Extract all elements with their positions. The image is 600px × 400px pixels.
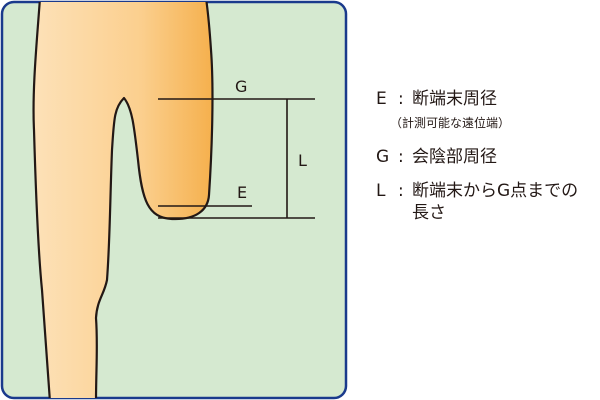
stump-diagram: G E L xyxy=(0,0,348,400)
legend-text: 断端末からG点までの 長さ xyxy=(412,181,579,223)
legend-key: L xyxy=(376,181,386,201)
legend-text: 断端末周径 xyxy=(412,89,497,109)
legend-key: G xyxy=(376,147,390,167)
g-label: G xyxy=(235,77,247,96)
legend-colon: : xyxy=(398,181,404,201)
legend-colon: : xyxy=(398,147,404,167)
legend-item-g: G : 会陰部周径 xyxy=(376,146,497,168)
legend-item-l: L : 断端末からG点までの 長さ xyxy=(376,180,578,224)
legend-colon: : xyxy=(398,89,404,109)
legend-note: （計測可能な遠位端） xyxy=(390,116,511,130)
legend-text: 会陰部周径 xyxy=(412,147,497,167)
legend-key: E xyxy=(376,89,387,109)
l-label: L xyxy=(298,151,307,170)
e-label: E xyxy=(237,183,247,202)
legend-item-e: E : 断端末周径 xyxy=(376,88,497,110)
legend: E : 断端末周径 （計測可能な遠位端） G : 会陰部周径 L : 断端末から… xyxy=(376,0,600,400)
